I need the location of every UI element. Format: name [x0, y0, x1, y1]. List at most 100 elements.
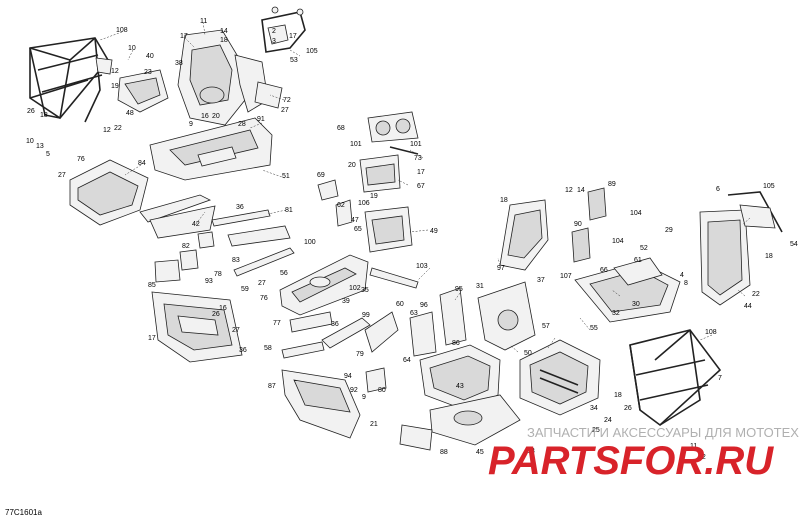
roll-cage-left [29, 37, 113, 123]
gauge-cluster-68 [367, 111, 419, 155]
callout: 76 [77, 156, 85, 163]
leader-lines [99, 21, 751, 353]
vent-panel-67 [359, 154, 401, 193]
callout: 26 [212, 311, 220, 318]
callout: 27 [258, 280, 266, 287]
callout: 105 [306, 48, 318, 55]
callout: 72 [283, 97, 291, 104]
floor-tray-51 [149, 117, 273, 181]
callout: 50 [524, 350, 532, 357]
callout: 7 [718, 375, 722, 382]
callout: 66 [600, 267, 608, 274]
callout: 101 [350, 141, 362, 148]
right-wall-44 [699, 209, 751, 306]
brace-42 [139, 194, 216, 239]
plate-72 [254, 81, 283, 109]
callout: 64 [403, 357, 411, 364]
watermark: ЗАПЧАСТИ И АКСЕССУАРЫ ДЛЯ МОТОТЕХНИКИ PA… [488, 425, 800, 483]
callout: 67 [417, 183, 425, 190]
callout: 18 [40, 112, 48, 119]
callout: 97 [497, 265, 505, 272]
callout: 89 [608, 181, 616, 188]
callout: 8 [684, 280, 688, 287]
callout: 14 [220, 28, 228, 35]
callout: 16 [201, 113, 209, 120]
callout: 31 [476, 283, 484, 290]
column-parts [409, 287, 467, 357]
callout: 40 [146, 53, 154, 60]
callout: 35 [361, 287, 369, 294]
small-plates-93-78 [154, 249, 199, 283]
callout: 12 [698, 454, 706, 461]
callout: 85 [148, 282, 156, 289]
callout: 3 [272, 38, 276, 45]
callout: 27 [281, 107, 289, 114]
brackets-89-90 [571, 187, 607, 263]
rods-81-83-59 [197, 209, 295, 277]
callout: 38 [175, 60, 183, 67]
top-right-rail [727, 191, 783, 233]
parts-80-92 [365, 367, 387, 393]
callout: 99 [362, 312, 370, 319]
callout: 76 [260, 295, 268, 302]
callout: 2 [272, 28, 276, 35]
left-support-bracket [117, 69, 169, 113]
callout: 83 [232, 257, 240, 264]
callout: 86 [452, 340, 460, 347]
callout: 104 [630, 210, 642, 217]
callout: 18 [765, 253, 773, 260]
rod-103 [369, 267, 419, 289]
callout: 37 [537, 277, 545, 284]
callout: 18 [500, 197, 508, 204]
callout: 56 [280, 270, 288, 277]
callout: 36 [239, 347, 247, 354]
callout: 14 [577, 187, 585, 194]
callout: 22 [752, 291, 760, 298]
plate-88 [399, 424, 433, 451]
callout-labels: 108 10 40 23 38 12 19 48 26 18 10 13 5 1… [26, 18, 798, 461]
callout: 54 [790, 241, 798, 248]
callout: 17 [417, 169, 425, 176]
callout: 108 [705, 329, 717, 336]
callout: 78 [214, 271, 222, 278]
wall-50 [477, 281, 536, 351]
callout: 106 [358, 200, 370, 207]
callout: 60 [396, 301, 404, 308]
callout: 96 [420, 302, 428, 309]
callout: 94 [344, 373, 352, 380]
callout: 28 [238, 121, 246, 128]
callout: 34 [590, 405, 598, 412]
callout: 18 [614, 392, 622, 399]
callout: 90 [574, 221, 582, 228]
callout: 81 [285, 207, 293, 214]
callout: 11 [200, 18, 207, 25]
upper-bracket-105 [261, 6, 306, 53]
callout: 87 [268, 383, 276, 390]
dash-console [177, 29, 269, 126]
callout: 88 [440, 449, 448, 456]
callout: 32 [612, 310, 620, 317]
watermark-brand: PARTSFOR.RU [488, 439, 774, 483]
callout: 58 [264, 345, 272, 352]
callout: 25 [592, 427, 600, 434]
side-wall-97 [499, 199, 549, 271]
callout: 92 [350, 387, 358, 394]
callout: 6 [716, 186, 720, 193]
callout: 19 [370, 193, 378, 200]
callout: 29 [665, 227, 673, 234]
callout: 91 [257, 116, 265, 123]
callout: 53 [290, 57, 298, 64]
callout: 84 [138, 160, 146, 167]
callout: 79 [356, 351, 364, 358]
callout: 100 [304, 239, 316, 246]
callout: 52 [640, 245, 648, 252]
callout: 27 [58, 172, 66, 179]
callout: 82 [182, 243, 190, 250]
floor-45 [419, 344, 521, 446]
callout: 12 [111, 68, 119, 75]
callout: 13 [36, 143, 44, 150]
callout: 62 [337, 202, 345, 209]
callout: 93 [205, 278, 213, 285]
callout: 20 [212, 113, 220, 120]
